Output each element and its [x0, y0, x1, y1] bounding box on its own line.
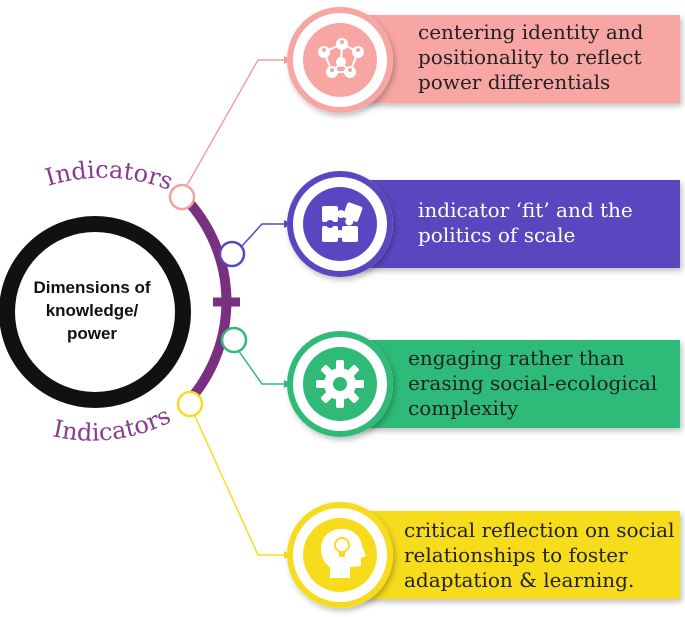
connector-line-2 [241, 223, 290, 247]
item-text-4: critical reflection on social relationsh… [404, 518, 675, 592]
item-bar-4 [340, 511, 680, 599]
center-label: Dimensions of knowledge/ power [33, 278, 151, 343]
item-text-2: indicator ‘fit’ and the politics of scal… [418, 198, 633, 247]
connector-line-1 [185, 59, 290, 188]
node-dot-1 [168, 183, 196, 211]
gear-icon [316, 360, 364, 408]
node-dot-4 [176, 390, 204, 418]
head-lightbulb-icon [321, 528, 366, 578]
item-circle-2 [287, 171, 393, 277]
indicators-label-bottom: Indicators [51, 401, 175, 446]
item-text-3: engaging rather than erasing social-ecol… [408, 346, 658, 420]
node-dot-2 [218, 240, 246, 268]
puzzle-pieces-icon [322, 202, 363, 242]
node-dot-3 [220, 326, 248, 354]
center-ring [0, 216, 191, 408]
item-bar-2 [340, 180, 680, 268]
item-text-1: centering identity and positionality to … [418, 20, 644, 94]
connector-line-4 [193, 413, 290, 556]
network-people-icon [318, 38, 364, 78]
item-bar-3 [340, 340, 680, 428]
indicators-label-top: Indicators [42, 156, 177, 196]
connector-line-3 [237, 349, 290, 385]
item-bar-1 [340, 15, 680, 103]
